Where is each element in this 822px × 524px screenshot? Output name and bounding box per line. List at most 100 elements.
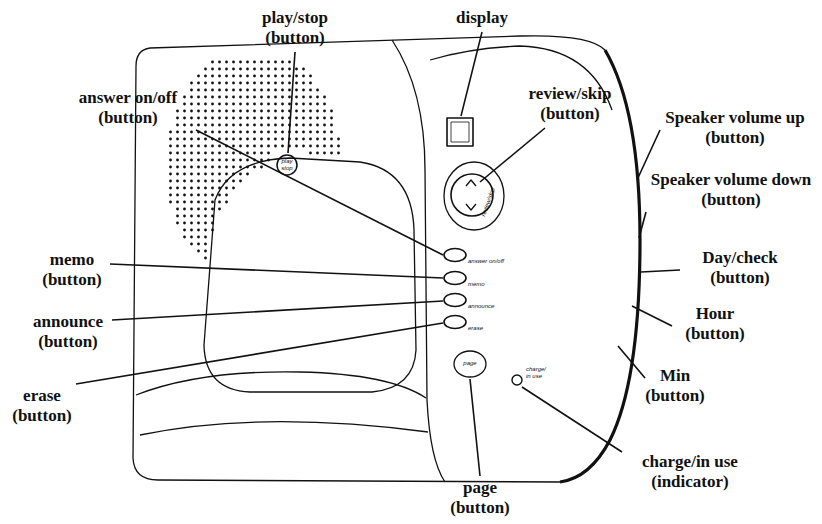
grille-hole xyxy=(281,124,284,127)
grille-hole xyxy=(204,201,207,204)
grille-hole xyxy=(239,159,242,162)
grille-hole xyxy=(316,131,319,134)
grille-hole xyxy=(190,180,193,183)
grille-hole xyxy=(267,159,270,162)
grille-hole xyxy=(204,180,207,183)
display-inner xyxy=(451,122,469,142)
grille-hole xyxy=(253,152,256,155)
grille-hole xyxy=(274,61,277,64)
grille-hole xyxy=(190,166,193,169)
leader-line xyxy=(76,323,443,384)
grille-hole xyxy=(169,194,172,197)
grille-hole xyxy=(281,103,284,106)
grille-hole xyxy=(225,187,228,190)
grille-hole xyxy=(295,145,298,148)
grille-hole xyxy=(246,82,249,85)
grille-hole xyxy=(225,138,228,141)
grille-hole xyxy=(239,138,242,141)
grille-hole xyxy=(239,131,242,134)
grille-hole xyxy=(225,166,228,169)
grille-hole xyxy=(232,75,235,78)
dial-up-mark xyxy=(466,180,476,186)
grille-hole xyxy=(260,145,263,148)
grille-hole xyxy=(211,110,214,113)
grille-hole xyxy=(295,68,298,71)
grille-hole xyxy=(309,124,312,127)
grille-hole xyxy=(197,89,200,92)
grille-hole xyxy=(176,145,179,148)
grille-hole xyxy=(232,173,235,176)
grille-hole xyxy=(197,124,200,127)
grille-hole xyxy=(323,117,326,120)
grille-hole xyxy=(330,145,333,148)
grille-hole xyxy=(204,236,207,239)
grille-hole xyxy=(232,124,235,127)
grille-hole xyxy=(183,96,186,99)
grille-hole xyxy=(253,145,256,148)
grille-hole xyxy=(197,110,200,113)
grille-hole xyxy=(225,103,228,106)
grille-hole xyxy=(323,138,326,141)
callout-label: Speaker volume down (button) xyxy=(644,170,818,210)
grille-hole xyxy=(218,166,221,169)
grille-hole xyxy=(183,229,186,232)
grille-hole xyxy=(295,82,298,85)
grille-hole xyxy=(218,110,221,113)
grille-hole xyxy=(190,138,193,141)
callout-label: Hour (button) xyxy=(675,304,755,344)
grille-hole xyxy=(176,131,179,134)
grille-hole xyxy=(183,159,186,162)
grille-hole xyxy=(218,75,221,78)
grille-hole xyxy=(316,138,319,141)
grille-hole xyxy=(204,208,207,211)
grille-hole xyxy=(246,68,249,71)
grille-hole xyxy=(274,82,277,85)
grille-hole xyxy=(204,173,207,176)
grille-hole xyxy=(253,110,256,113)
callout-label: answer on/off (button) xyxy=(63,88,193,128)
grille-hole xyxy=(239,82,242,85)
grille-hole xyxy=(197,131,200,134)
grille-hole xyxy=(197,103,200,106)
grille-hole xyxy=(260,89,263,92)
grille-hole xyxy=(176,187,179,190)
grille-hole xyxy=(316,96,319,99)
grille-hole xyxy=(218,138,221,141)
grille-hole xyxy=(204,250,207,253)
grille-hole xyxy=(218,201,221,204)
callout-label: announce (button) xyxy=(18,312,118,352)
grille-hole xyxy=(239,173,242,176)
grille-hole xyxy=(183,117,186,120)
grille-hole xyxy=(267,124,270,127)
grille-hole xyxy=(232,89,235,92)
grille-hole xyxy=(246,103,249,106)
grille-hole xyxy=(323,131,326,134)
grille-hole xyxy=(204,131,207,134)
callout-label: erase (button) xyxy=(2,386,82,426)
grille-hole xyxy=(225,82,228,85)
grille-hole xyxy=(260,152,263,155)
grille-hole xyxy=(225,159,228,162)
grille-hole xyxy=(316,152,319,155)
grille-hole xyxy=(190,236,193,239)
grille-hole xyxy=(267,145,270,148)
grille-hole xyxy=(169,138,172,141)
leader-line xyxy=(522,387,622,452)
charge-indicator xyxy=(512,375,522,385)
grille-hole xyxy=(190,243,193,246)
device-marking: answer on/off xyxy=(468,258,518,265)
grille-hole xyxy=(281,68,284,71)
grille-hole xyxy=(204,166,207,169)
grille-hole xyxy=(211,131,214,134)
grille-hole xyxy=(246,152,249,155)
grille-hole xyxy=(190,152,193,155)
grille-hole xyxy=(218,103,221,106)
grille-hole xyxy=(232,117,235,120)
grille-hole xyxy=(260,110,263,113)
grille-hole xyxy=(232,68,235,71)
grille-hole xyxy=(295,117,298,120)
grille-hole xyxy=(197,215,200,218)
grille-hole xyxy=(281,138,284,141)
grille-hole xyxy=(337,152,340,155)
grille-hole xyxy=(309,138,312,141)
